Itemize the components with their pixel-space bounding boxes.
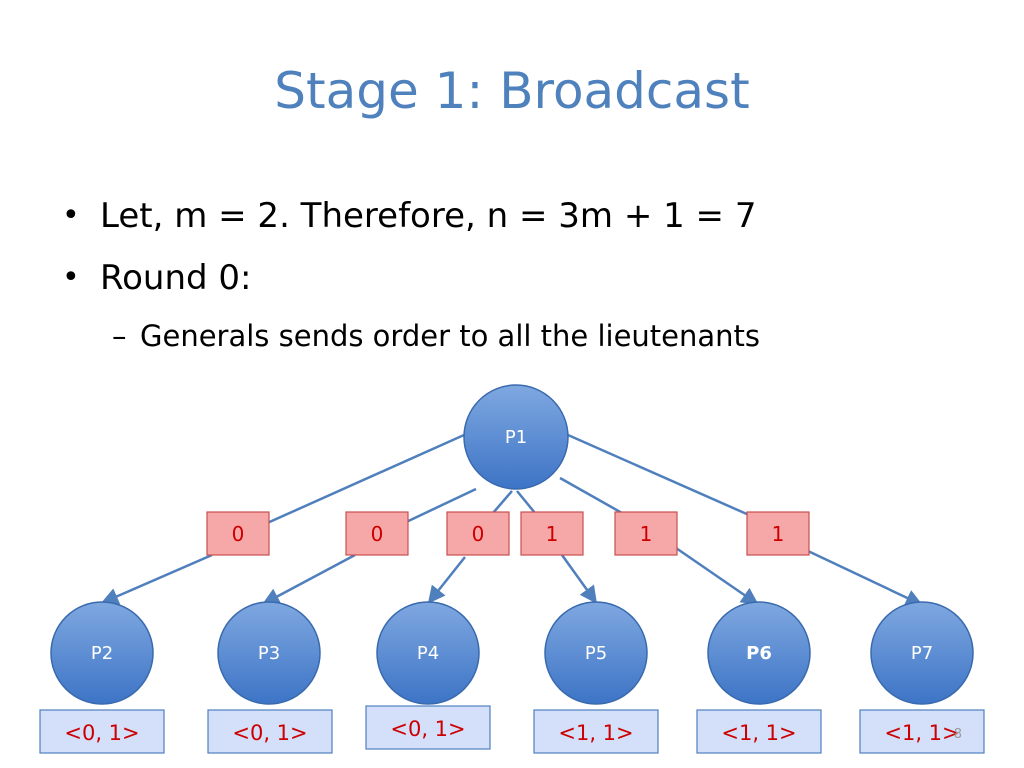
edge-upper-p4 [492,490,513,514]
sub-bullet-dash: – [112,319,127,353]
bullet-item: • Let, m = 2. Therefore, n = 3m + 1 = 7 [60,190,1000,252]
node-label: P3 [258,643,280,664]
edge-lower-p3 [261,553,356,605]
child-nodes-group: P2 P3 P4 P5 P6 P7 [50,601,974,705]
node-p6: P6 [707,601,811,705]
slide-number: 8 [954,727,962,742]
vector-box-p6: <1, 1> [696,709,822,754]
message-label: 1 [772,522,785,546]
node-p4: P4 [376,601,480,705]
edge-upper-p6 [559,476,623,515]
vector-box-p2: <0, 1> [39,709,165,754]
message-box-p5: 1 [520,511,584,556]
message-box-p6: 1 [614,511,678,556]
slide-title: Stage 1: Broadcast [274,62,750,120]
message-box-p4: 0 [446,511,510,556]
vector-label: <0, 1> [390,717,465,741]
node-p3: P3 [217,601,321,705]
message-label: 0 [472,522,485,546]
vector-box-p5: <1, 1> [533,709,659,754]
message-box-p2: 0 [206,511,270,556]
sub-bullet-text: Generals sends order to all the lieutena… [140,319,761,353]
message-label: 1 [640,522,653,546]
vector-label: <1, 1> [721,721,796,745]
edge-lower-p5 [560,554,598,604]
vector-box-p3: <0, 1> [207,709,333,754]
vector-box-p4: <0, 1> [365,705,491,750]
node-label: P5 [585,643,607,664]
node-p1: P1 [463,384,569,490]
edge-upper-p7 [567,433,750,517]
edge-lower-p7 [807,549,924,606]
node-label: P4 [417,643,439,664]
edge-upper-p2 [264,433,465,526]
node-p2: P2 [50,601,154,705]
bullet-text: Round 0: [100,258,252,298]
edge-upper-p5 [516,490,536,514]
vector-box-p7: <1, 1> [859,709,985,754]
node-p7: P7 [870,601,974,705]
edge-lower-p4 [427,556,466,604]
message-label: 1 [546,522,559,546]
message-label: 0 [371,522,384,546]
vectors-group: <0, 1> <0, 1> <0, 1> <1, 1> <1, 1> <1, 1… [39,705,985,754]
message-box-p7: 1 [746,511,810,556]
node-label: P1 [505,427,527,448]
edge-upper-p3 [401,487,477,526]
edge-lower-p2 [100,553,213,605]
bullet-dot: • [62,260,80,295]
sub-bullet-item: – Generals sends order to all the lieute… [60,314,1000,358]
bullet-dot: • [62,198,80,233]
vector-label: <0, 1> [64,721,139,745]
vector-label: <1, 1> [558,721,633,745]
bullet-text: Let, m = 2. Therefore, n = 3m + 1 = 7 [100,196,757,236]
vector-label: <0, 1> [232,721,307,745]
edge-lower-p6 [675,546,759,605]
node-label: P7 [911,643,933,664]
messages-group: 0 0 0 1 1 1 [206,511,810,556]
node-label: P2 [91,643,113,664]
bullet-item: • Round 0: [60,252,1000,314]
bullet-list: • Let, m = 2. Therefore, n = 3m + 1 = 7 … [60,190,1000,358]
vector-label: <1, 1> [884,721,959,745]
message-label: 0 [232,522,245,546]
node-label: P6 [746,643,772,664]
node-p5: P5 [544,601,648,705]
edges-group [100,433,924,606]
message-box-p3: 0 [345,511,409,556]
